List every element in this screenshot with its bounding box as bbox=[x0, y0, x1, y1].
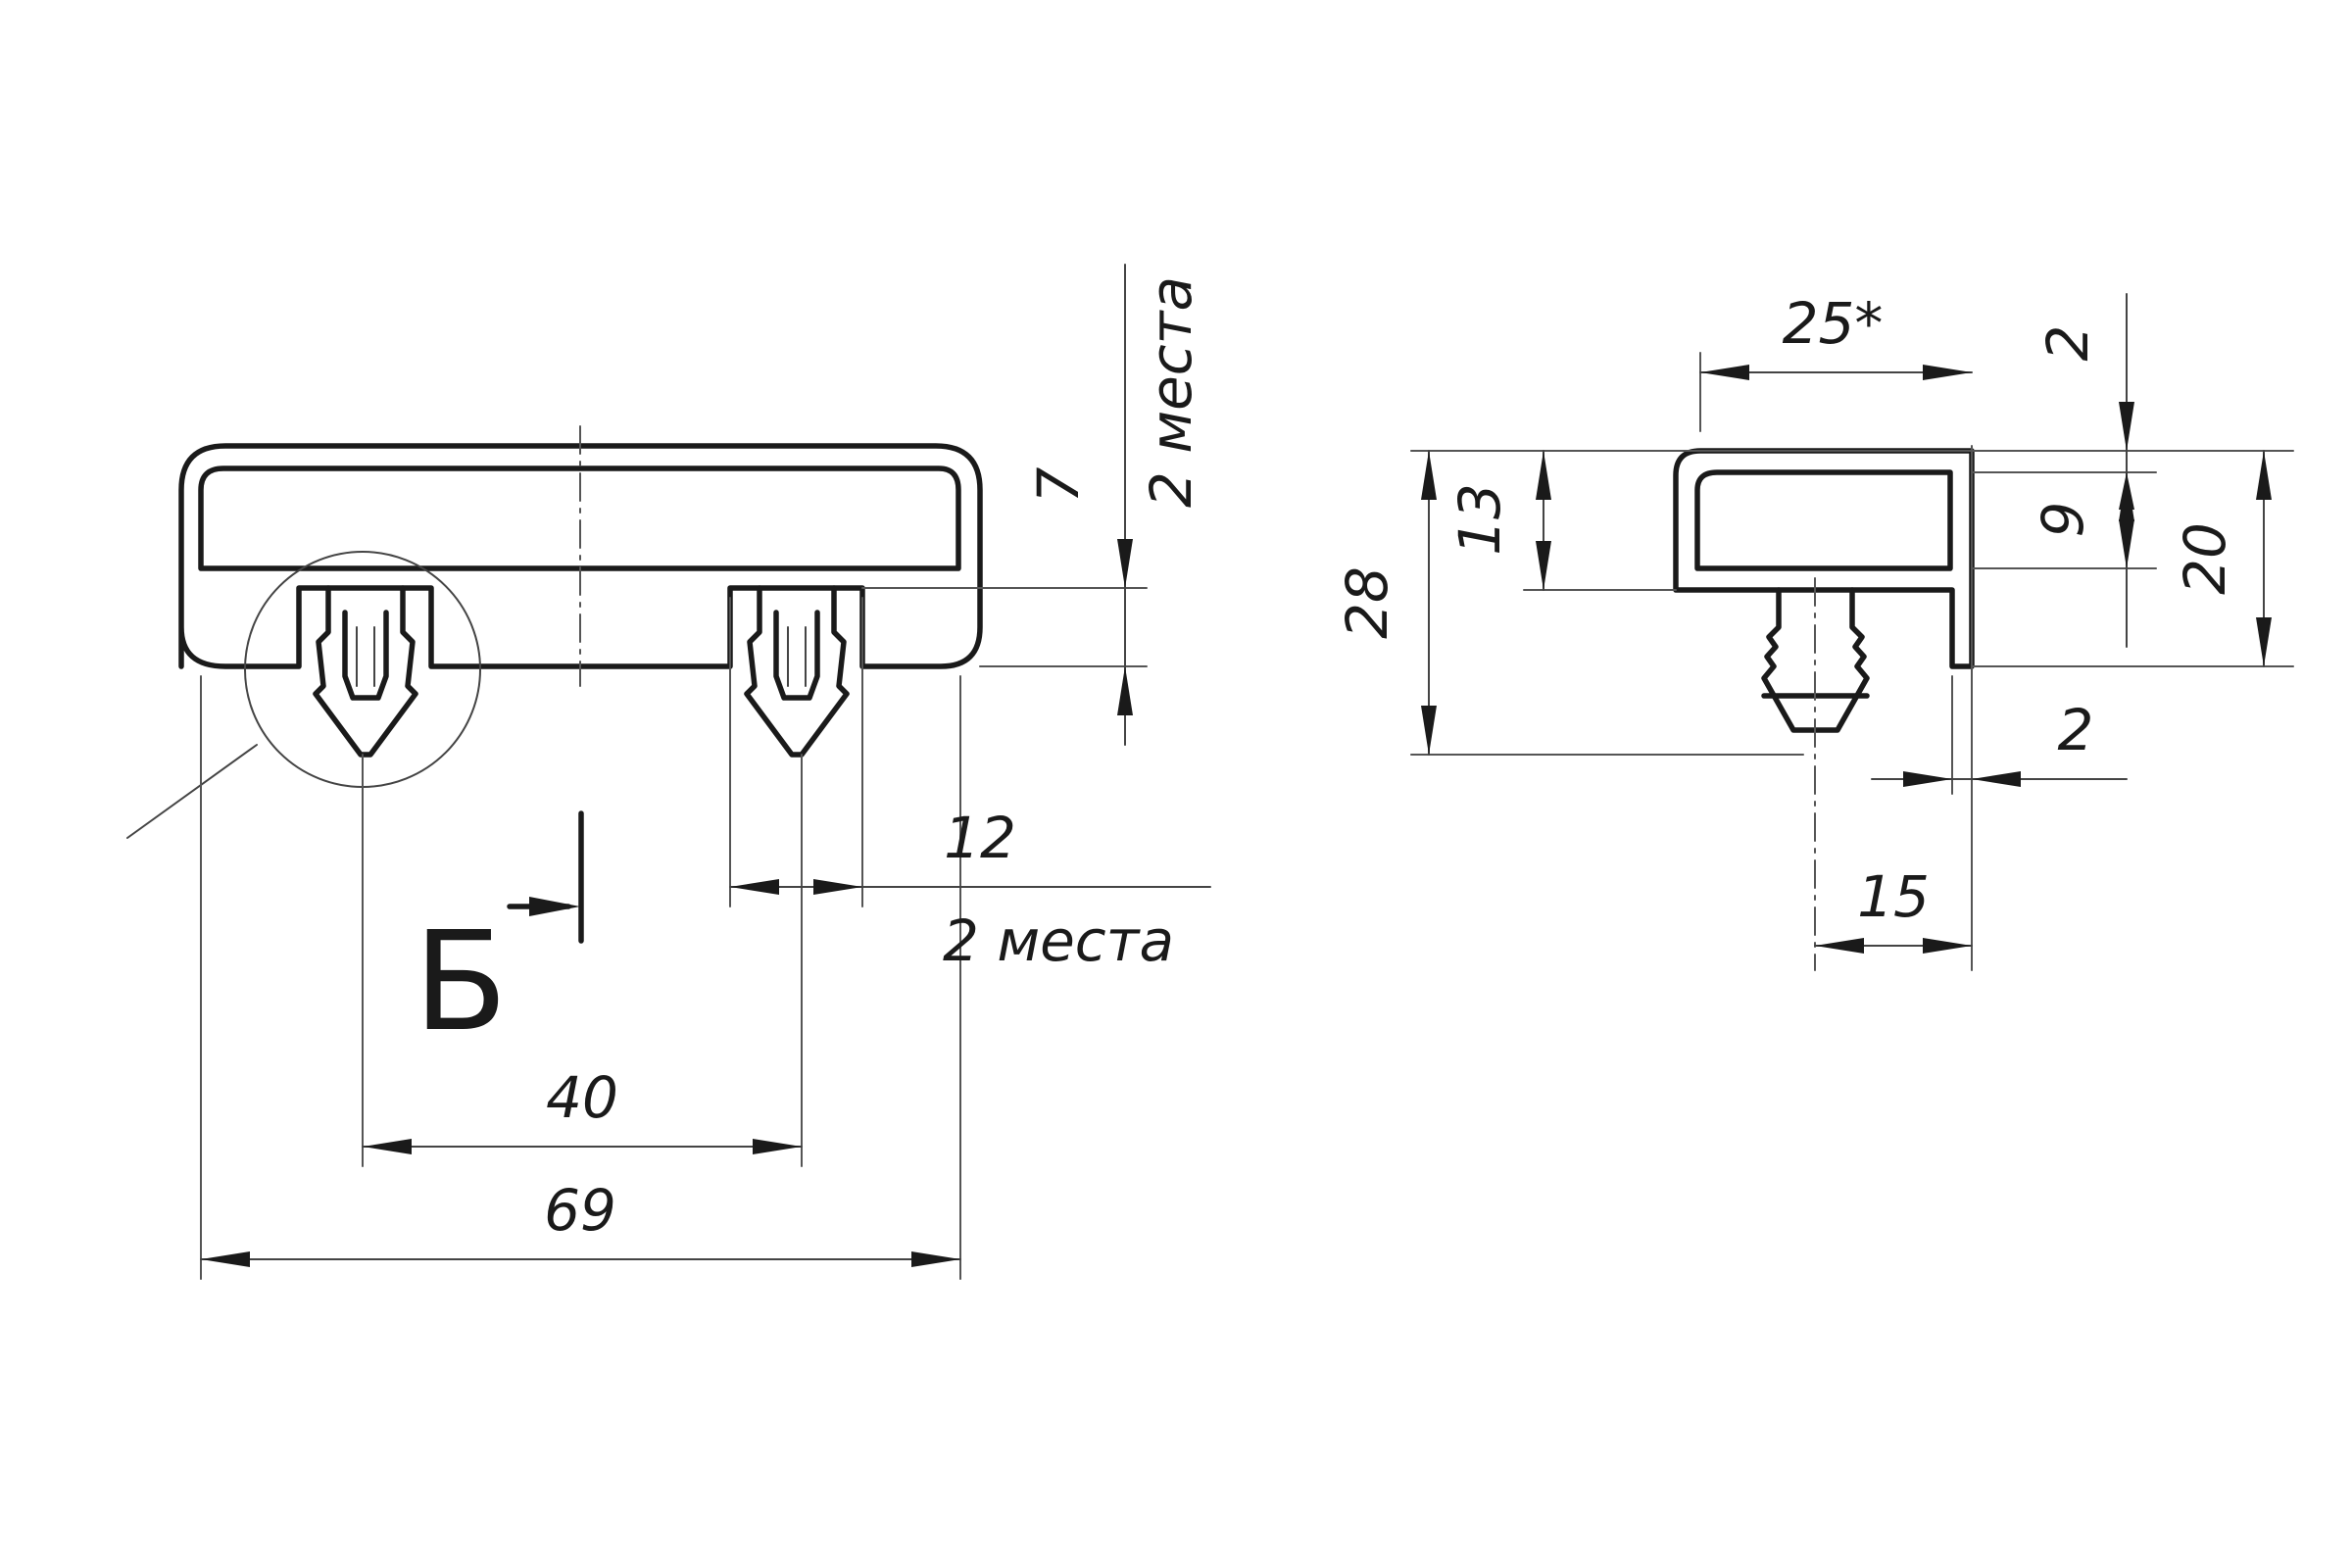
dim-20-label: 20 bbox=[2172, 522, 2238, 595]
dim-12: 12 2 места bbox=[729, 805, 1211, 974]
front-inner-recess bbox=[198, 466, 961, 571]
dim-2-wall: 2 bbox=[1871, 697, 2128, 787]
dim-28: 28 bbox=[1334, 450, 1437, 756]
left-snap-pin bbox=[313, 585, 418, 758]
section-marker: Б bbox=[414, 810, 584, 1062]
side-view: 25* 2 9 20 13 bbox=[1334, 290, 2294, 971]
dim-25-label: 25* bbox=[1783, 290, 1884, 357]
dim-69-label: 69 bbox=[544, 1177, 616, 1244]
dim-13-label: 13 bbox=[1446, 483, 1513, 556]
dim-7-label: 7 bbox=[1025, 466, 1092, 503]
section-label: Б bbox=[414, 903, 508, 1062]
dim-9-label: 9 bbox=[2030, 502, 2096, 538]
dim-7: 7 2 места bbox=[1025, 264, 1204, 746]
dim-15: 15 bbox=[1814, 863, 1973, 954]
dim-7-note: 2 места bbox=[1138, 276, 1204, 508]
dim-2-wall-label: 2 bbox=[2058, 697, 2094, 763]
dim-25: 25* bbox=[1699, 290, 1973, 380]
dim-12-label: 12 bbox=[944, 805, 1016, 871]
dim-13: 13 bbox=[1446, 450, 1551, 591]
dim-9: 9 bbox=[2030, 472, 2134, 568]
side-outline bbox=[1673, 448, 1975, 669]
dim-15-label: 15 bbox=[1857, 863, 1930, 930]
front-view: 69 40 12 2 места 7 2 места bbox=[126, 264, 1211, 1280]
front-outline bbox=[178, 443, 983, 669]
dim-40-label: 40 bbox=[546, 1064, 618, 1131]
dim-12-note: 2 места bbox=[943, 907, 1174, 974]
detail-leader bbox=[126, 744, 258, 839]
dim-69: 69 bbox=[200, 1177, 961, 1267]
right-snap-pin bbox=[744, 585, 850, 758]
dim-2-top-label: 2 bbox=[2034, 325, 2101, 362]
dim-2-top: 2 bbox=[2034, 293, 2134, 648]
dim-20: 20 bbox=[2172, 450, 2272, 667]
dim-40: 40 bbox=[362, 1064, 803, 1154]
dim-28-label: 28 bbox=[1334, 566, 1400, 639]
